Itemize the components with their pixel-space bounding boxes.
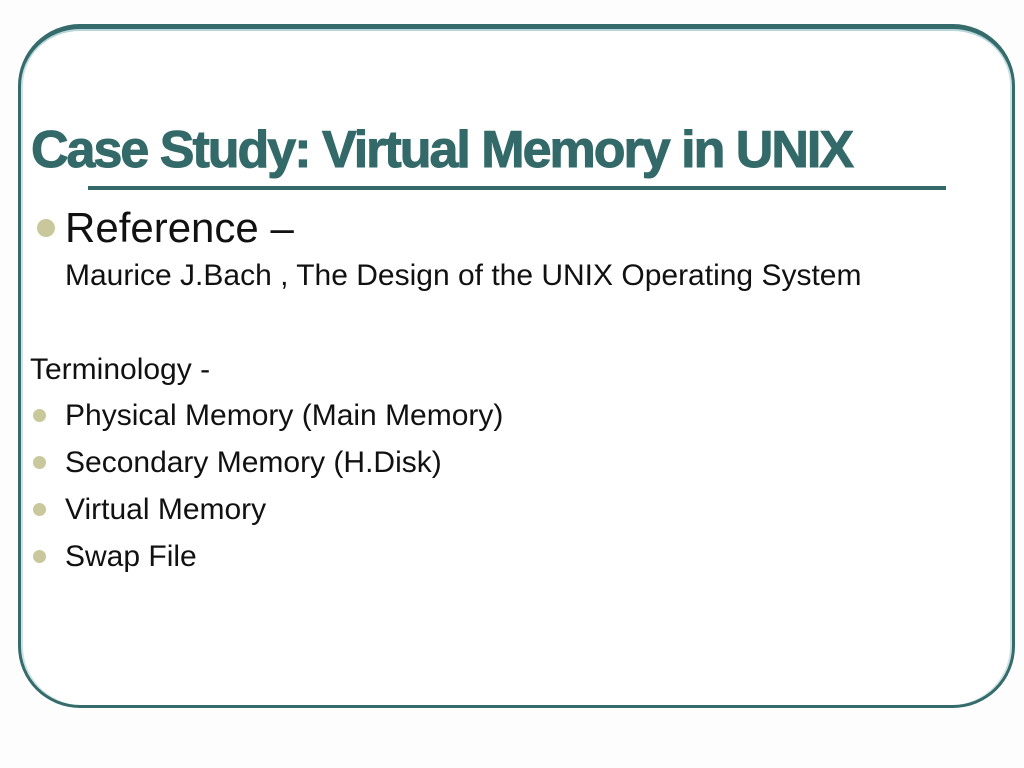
- list-item-label: Secondary Memory (H.Disk): [65, 446, 442, 479]
- bullet-icon: [37, 219, 55, 237]
- list-item-label: Virtual Memory: [65, 493, 267, 526]
- reference-row: Reference –: [37, 204, 294, 251]
- bullet-icon: [33, 409, 46, 422]
- bullet-icon: [33, 456, 46, 469]
- list-item: Swap File: [33, 540, 197, 575]
- title-underline: [88, 186, 946, 190]
- terminology-heading: Terminology -: [30, 353, 211, 386]
- list-item: Physical Memory (Main Memory): [33, 399, 503, 434]
- list-item-label: Physical Memory (Main Memory): [65, 399, 504, 432]
- list-item-label: Swap File: [65, 540, 197, 573]
- reference-citation: Maurice J.Bach , The Design of the UNIX …: [65, 259, 862, 292]
- bullet-icon: [33, 550, 46, 563]
- slide-title: Case Study: Virtual Memory in UNIX: [31, 121, 855, 179]
- reference-citation-row: Maurice J.Bach , The Design of the UNIX …: [65, 259, 861, 294]
- slide-border-frame: [18, 24, 1015, 708]
- list-item: Virtual Memory: [33, 493, 266, 528]
- bullet-icon: [33, 503, 46, 516]
- list-item: Secondary Memory (H.Disk): [33, 446, 442, 481]
- reference-label: Reference –: [65, 204, 294, 251]
- terminology-heading-row: Terminology -: [30, 353, 210, 388]
